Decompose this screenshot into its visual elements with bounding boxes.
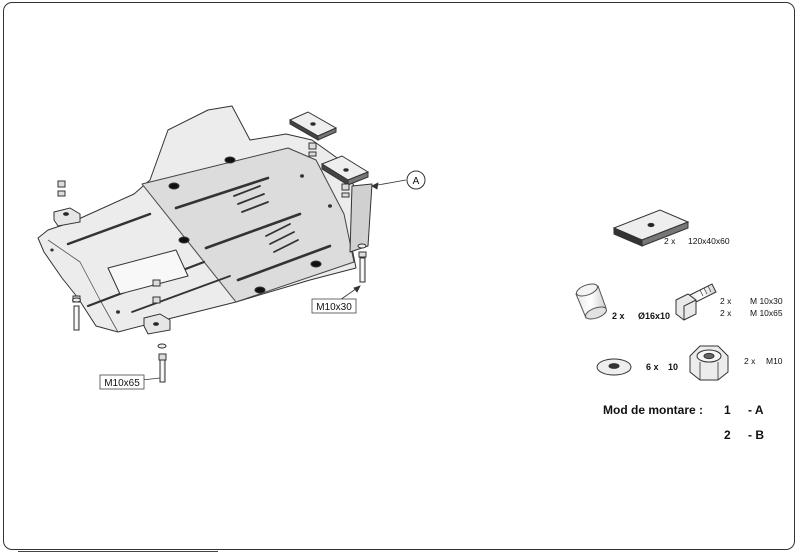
bolt-label-front-text: M10x30	[316, 302, 352, 313]
mounting-option-1-number: 1	[724, 403, 731, 417]
part-nut-size: M10	[766, 356, 783, 366]
part-bolt-icon	[675, 283, 717, 321]
part-washer-size: 10	[668, 362, 679, 372]
bolt-label-rear: M10x65	[99, 374, 145, 390]
part-bolt-long-size: M 10x65	[750, 308, 783, 318]
mounting-option-2-number: 2	[724, 428, 731, 442]
detail-letter: A	[413, 176, 420, 187]
part-nut-icon	[689, 345, 729, 381]
detail-callout: A	[406, 170, 426, 190]
leader-lines	[141, 179, 407, 381]
part-plate-qty: 2 x	[664, 236, 676, 246]
skid-plate	[37, 105, 373, 333]
part-spacer-icon	[575, 283, 607, 320]
part-bolt-long-qty: 2 x	[720, 308, 732, 318]
mounting-option-2-letter: - B	[748, 428, 764, 442]
left-bracket-assembly	[53, 180, 81, 331]
part-nut-qty: 2 x	[744, 356, 756, 366]
bolt-label-rear-text: M10x65	[104, 378, 140, 389]
mounting-option-1-letter: - A	[748, 403, 764, 417]
part-spacer-size: Ø16x10	[638, 311, 671, 321]
drawing-frame	[3, 2, 795, 550]
center-bracket-assembly	[143, 279, 171, 383]
bolt-label-front: M10x30	[311, 298, 357, 314]
right-bolt-assembly	[357, 243, 367, 283]
part-bolt-short-qty: 2 x	[720, 296, 732, 306]
bottom-rule	[18, 551, 218, 552]
part-spacer-qty: 2 x	[612, 311, 625, 321]
part-washer-icon	[596, 358, 632, 376]
part-plate-size: 120x40x60	[688, 236, 730, 246]
part-washer-qty: 6 x	[646, 362, 659, 372]
top-brackets	[288, 111, 370, 198]
part-plate-icon	[612, 209, 690, 247]
part-bolt-short-size: M 10x30	[750, 296, 783, 306]
mounting-label: Mod de montare :	[603, 403, 704, 417]
